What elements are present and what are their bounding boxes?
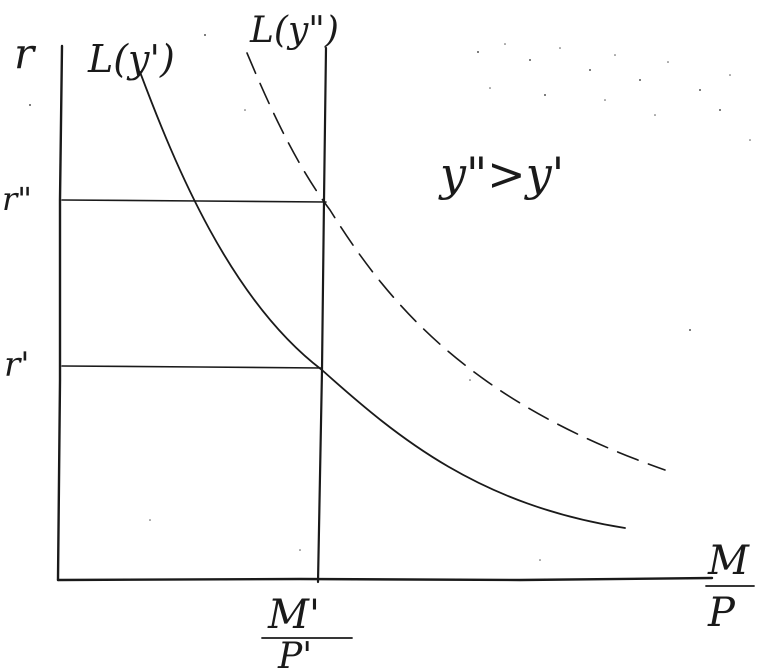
- income-relation-label: y">y': [438, 147, 564, 201]
- scan-speckles: [29, 34, 751, 561]
- r-high-guide-line: [61, 199, 327, 203]
- r-low-guide-line: [61, 365, 323, 369]
- curve-label-l-y2: L(y"): [249, 10, 339, 51]
- supply-label-numerator: M': [267, 592, 320, 638]
- money-supply-line: [316, 46, 328, 584]
- y-axis-line: [56, 44, 64, 582]
- x-axis-label-numerator: M: [707, 538, 750, 584]
- y-axis-label: r: [14, 29, 37, 78]
- demand-curve-l-y1: [139, 71, 626, 529]
- r-low-label: r': [4, 345, 30, 385]
- r-high-label: r": [2, 180, 32, 218]
- x-axis-line: [56, 576, 714, 582]
- x-axis-label-denominator: P: [707, 590, 736, 636]
- supply-label-denominator: P': [277, 636, 312, 671]
- curve-label-l-y1: L(y'): [87, 37, 175, 81]
- demand-curve-l-y2: [246, 52, 666, 471]
